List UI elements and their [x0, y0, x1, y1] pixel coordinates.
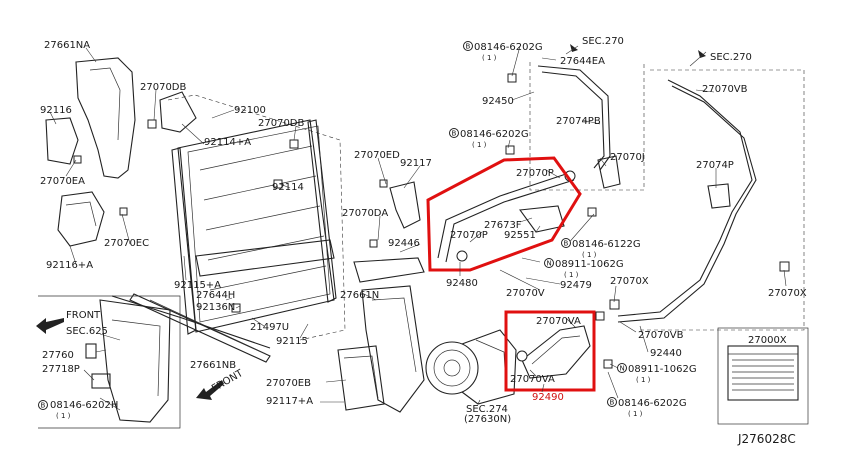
compressor	[425, 329, 517, 405]
label-27661NB: 27661NB	[190, 360, 236, 371]
label-27070P-b: 27070P	[450, 230, 488, 241]
label-27074P: 27074P	[696, 160, 734, 171]
label-92480: 92480	[446, 278, 478, 289]
label-qty: ( 1 )	[564, 271, 579, 279]
label-27070VA-b: 27070VA	[510, 374, 555, 385]
label-92479: 92479	[560, 280, 592, 291]
label-qty: ( 1 )	[482, 54, 497, 62]
label-qty: ( 1 )	[628, 410, 643, 418]
label-sec270-a: SEC.270	[582, 36, 624, 47]
label-27070EA: 27070EA	[40, 176, 85, 187]
front-arrow-icon-2	[196, 380, 224, 400]
prefix-b: B	[564, 240, 569, 248]
label-92117A: 92117+A	[266, 396, 313, 407]
condenser	[167, 94, 346, 341]
label-92100: 92100	[234, 105, 266, 116]
label-27630N: (27630N)	[464, 414, 511, 425]
label-08911-1062G-b: 08911-1062G	[628, 364, 697, 375]
label-qty: ( 1 )	[472, 141, 487, 149]
pipe-27070vb	[609, 69, 805, 331]
label-box	[717, 327, 809, 425]
label-92114: 92114	[272, 182, 304, 193]
part-labels: 27661NA 27070DB 92100 92116 92114+A 2707…	[40, 36, 807, 446]
label-qty: ( 1 )	[56, 412, 71, 420]
hose-27070va	[516, 311, 613, 379]
label-27070DA: 27070DA	[342, 208, 388, 219]
label-08146-6202H: 08146-6202H	[50, 400, 118, 411]
circled-prefixes	[38, 41, 627, 410]
label-92446: 92446	[388, 238, 420, 249]
label-08146-6122G: 08146-6122G	[572, 239, 641, 250]
label-08146-6202G-bot: 08146-6202G	[618, 398, 687, 409]
label-92115: 92115	[276, 336, 308, 347]
circled-prefix-letters: B B B N N B B	[41, 43, 625, 410]
label-27070DB: 27070DB	[140, 82, 187, 93]
label-92116: 92116	[40, 105, 72, 116]
label-92116A: 92116+A	[46, 260, 93, 271]
prefix-n: N	[547, 260, 552, 268]
label-qty: ( 1 )	[582, 251, 597, 259]
label-92114A: 92114+A	[204, 137, 251, 148]
front-arrow-icon	[36, 318, 64, 334]
label-sec625: SEC.625	[66, 326, 108, 337]
label-27661N: 27661N	[340, 290, 379, 301]
label-front-2: FRONT	[210, 368, 246, 395]
label-27070X-b: 27070X	[768, 288, 807, 299]
label-27673F: 27673F	[484, 220, 522, 231]
label-27070J: 27070J	[610, 152, 645, 163]
label-27644H: 27644H	[196, 290, 235, 301]
label-27074PB: 27074PB	[556, 116, 601, 127]
prefix-n: N	[620, 365, 625, 373]
label-92117: 92117	[400, 158, 432, 169]
highlight-upper	[426, 156, 582, 272]
prefix-b: B	[610, 399, 615, 407]
label-27070V: 27070V	[506, 288, 545, 299]
label-27070DB-b: 27070DB	[258, 118, 305, 129]
label-27070VA-a: 27070VA	[536, 316, 581, 327]
label-92490: 92490	[532, 392, 564, 403]
label-27070VB-a: 27070VB	[702, 84, 748, 95]
label-92450: 92450	[482, 96, 514, 107]
label-92440: 92440	[650, 348, 682, 359]
label-92115A: 92115+A	[174, 280, 221, 291]
label-92551: 92551	[504, 230, 536, 241]
label-27070X-a: 27070X	[610, 276, 649, 287]
label-27070VB-b: 27070VB	[638, 330, 684, 341]
sec-arrow-icon	[565, 44, 707, 67]
label-27000X: 27000X	[748, 335, 787, 346]
inset-box	[38, 295, 271, 429]
label-sec270-b: SEC.270	[710, 52, 752, 63]
prefix-b: B	[466, 43, 471, 51]
prefix-b: B	[41, 402, 46, 410]
shroud-group	[45, 57, 197, 247]
label-27718P: 27718P	[42, 364, 80, 375]
label-08146-6202G-mid: 08146-6202G	[460, 129, 529, 140]
label-27070P-a: 27070P	[516, 168, 554, 179]
label-27070EC: 27070EC	[104, 238, 149, 249]
center-brackets	[337, 179, 425, 413]
leader-lines	[49, 45, 787, 411]
label-27070ED: 27070ED	[354, 150, 400, 161]
label-front-1: FRONT	[66, 310, 101, 321]
label-qty: ( 1 )	[636, 376, 651, 384]
label-27760: 27760	[42, 350, 74, 361]
label-sec274: SEC.274	[466, 404, 508, 415]
pipe-27644ea	[507, 62, 645, 191]
diagram-code: J276028C	[737, 432, 796, 446]
label-08911-1062G-a: 08911-1062G	[555, 259, 624, 270]
label-27661NA: 27661NA	[44, 40, 90, 51]
prefix-b: B	[452, 130, 457, 138]
label-92136N: 92136N	[196, 302, 235, 313]
label-21497U: 21497U	[250, 322, 289, 333]
highlight-lower	[504, 310, 596, 392]
hose-27070p	[437, 145, 597, 263]
label-08146-6202G-top: 08146-6202G	[474, 42, 543, 53]
label-27070EB: 27070EB	[266, 378, 311, 389]
label-27644EA: 27644EA	[560, 56, 605, 67]
